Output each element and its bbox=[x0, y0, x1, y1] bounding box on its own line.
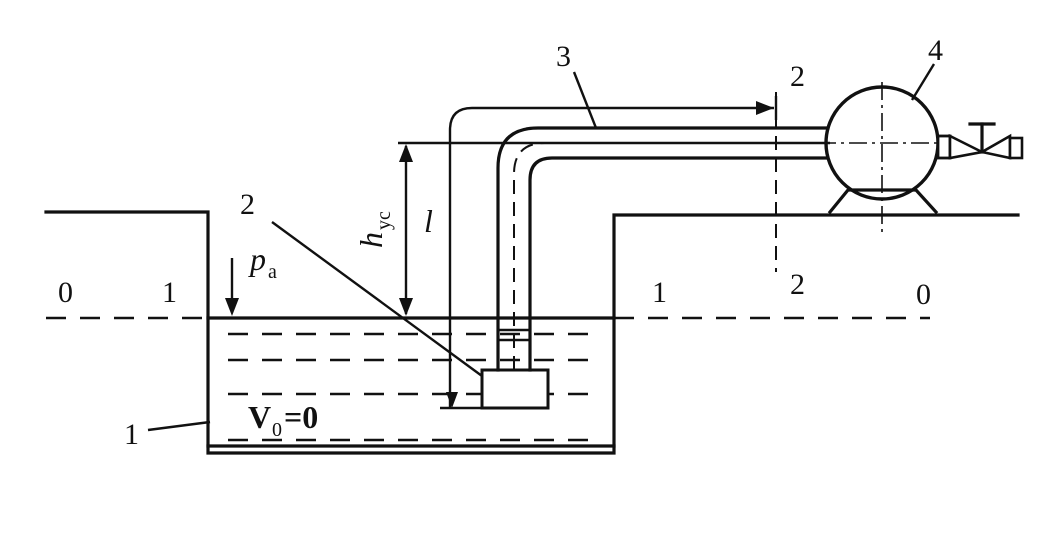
label-velocity-eq: =0 bbox=[284, 399, 318, 435]
label-velocity-sub: 0 bbox=[272, 419, 282, 441]
label-section-0-left: 0 bbox=[58, 276, 73, 309]
leader-1 bbox=[147, 420, 211, 432]
label-pressure-sub: а bbox=[268, 261, 277, 283]
dim-horizontal bbox=[440, 96, 778, 410]
label-section-2-bottom: 2 bbox=[790, 268, 805, 301]
label-section-1-left: 1 bbox=[162, 276, 177, 309]
leader-3 bbox=[572, 71, 598, 129]
label-height-h: h ус bbox=[353, 211, 395, 248]
label-height-l: l bbox=[424, 203, 433, 239]
label-pressure-p: p bbox=[248, 241, 266, 277]
dim-h-suction bbox=[398, 141, 830, 316]
label-section-1-right: 1 bbox=[652, 276, 667, 309]
label-leader-2: 2 bbox=[240, 188, 255, 221]
label-part-1: 1 bbox=[124, 418, 139, 451]
label-part-4: 4 bbox=[928, 34, 943, 67]
reservoir-outline bbox=[44, 210, 1020, 455]
pressure-arrow bbox=[225, 258, 239, 316]
pump-body bbox=[818, 82, 952, 232]
suction-strainer bbox=[480, 368, 550, 410]
leader-4 bbox=[910, 63, 936, 101]
label-velocity-v: V bbox=[248, 399, 271, 435]
label-section-0-right: 0 bbox=[916, 278, 931, 311]
label-section-2-top: 2 bbox=[790, 60, 805, 93]
label-height-h-main: h bbox=[353, 232, 389, 248]
label-height-h-sub: ус bbox=[373, 211, 395, 230]
leader-2 bbox=[271, 221, 483, 377]
discharge-valve bbox=[948, 122, 1024, 160]
label-part-3: 3 bbox=[556, 40, 571, 73]
